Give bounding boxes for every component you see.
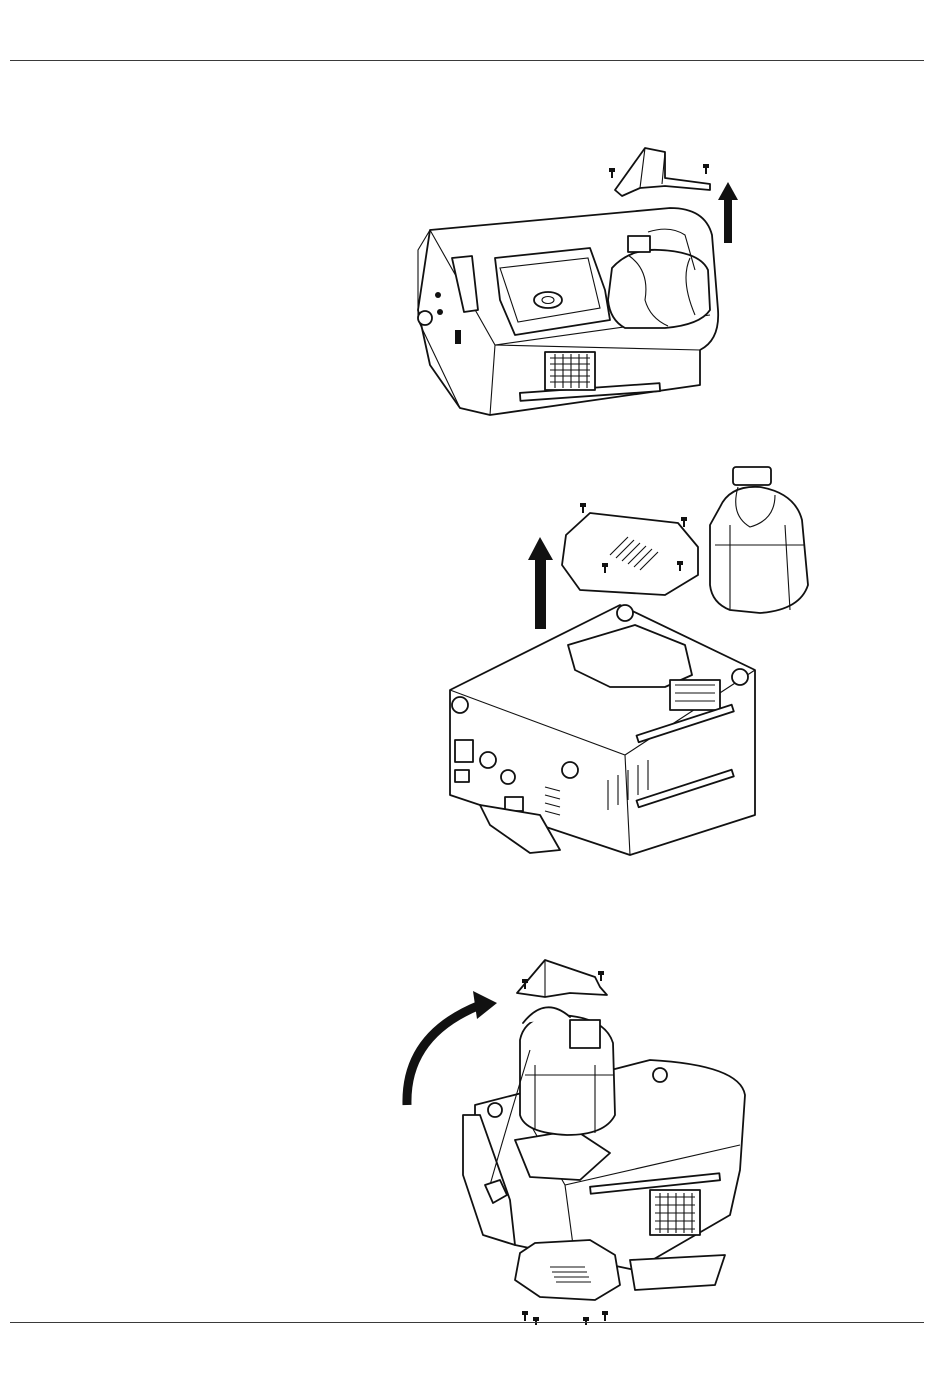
screw-icon xyxy=(580,503,586,513)
figure-mount-tank-upright xyxy=(395,955,775,1325)
fog-machine-body-icon xyxy=(450,605,755,855)
figure-remove-tank-bracket xyxy=(400,140,760,425)
screw-icon xyxy=(533,1317,539,1325)
bracket-icon xyxy=(615,148,710,196)
cover-plate-icon xyxy=(515,1240,620,1300)
arrow-up-icon xyxy=(718,182,738,243)
screw-icon xyxy=(609,168,615,178)
arrow-up-icon xyxy=(528,537,553,629)
screw-icon xyxy=(522,1311,528,1321)
fluid-tank-icon xyxy=(710,467,808,613)
bracket-icon xyxy=(517,960,607,997)
cover-plate-icon xyxy=(562,513,698,595)
screw-icon xyxy=(583,1317,589,1325)
screw-icon xyxy=(681,517,687,527)
screw-icon xyxy=(598,971,604,981)
curved-arrow-icon xyxy=(407,991,497,1105)
screw-icon xyxy=(703,164,709,174)
fog-machine-body-icon xyxy=(418,208,718,415)
bottom-rule xyxy=(10,1322,924,1323)
top-rule xyxy=(10,60,924,61)
figure-remove-bottom-cover xyxy=(430,465,825,860)
screw-icon xyxy=(602,1311,608,1321)
